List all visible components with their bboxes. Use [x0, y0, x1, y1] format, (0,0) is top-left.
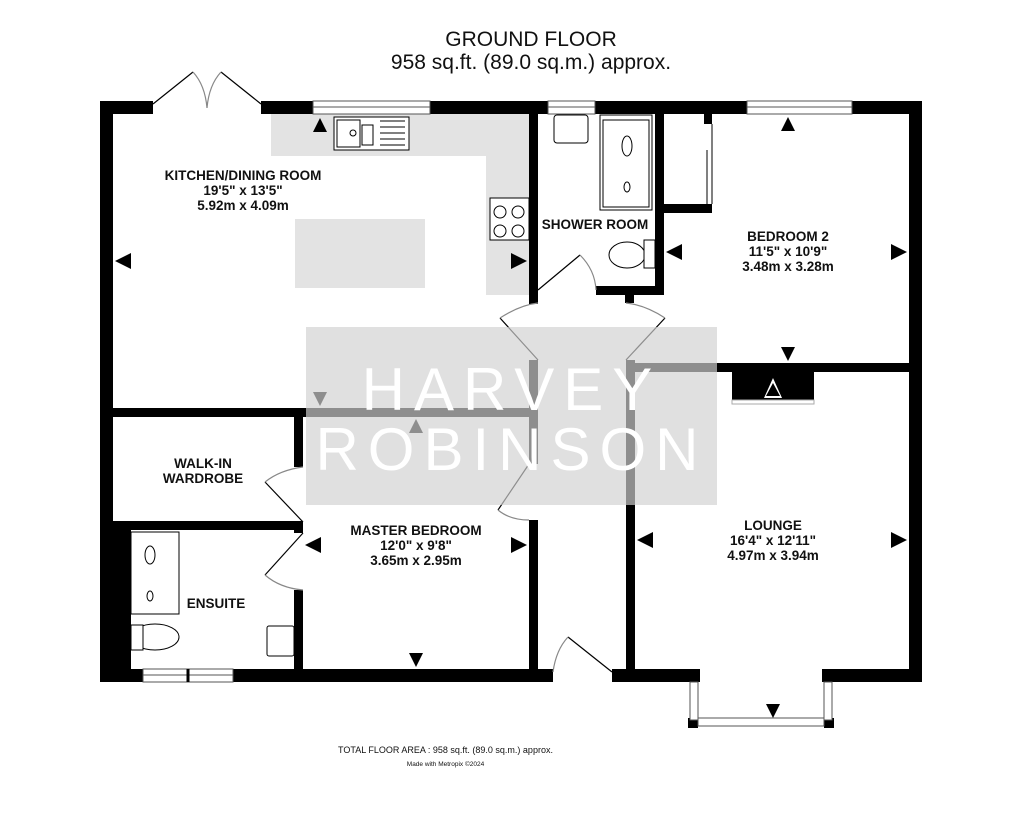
room-metric: 3.65m x 2.95m	[370, 553, 462, 568]
room-name: KITCHEN/DINING ROOM	[164, 168, 322, 183]
kitchen-island	[295, 219, 425, 288]
room-imperial: 19'5" x 13'5"	[203, 183, 283, 198]
room-kitchen: KITCHEN/DINING ROOM 19'5" x 13'5" 5.92m …	[165, 168, 322, 213]
room-name-line2: WARDROBE	[162, 471, 244, 486]
walls	[100, 101, 922, 728]
room-lounge: LOUNGE 16'4" x 12'11" 4.97m x 3.94m	[727, 518, 819, 563]
toilet-icon	[608, 241, 646, 269]
room-name: LOUNGE	[744, 518, 802, 533]
watermark-line2: ROBINSON	[315, 416, 708, 483]
room-walk-in-wardrobe: WALK-IN WARDROBE	[163, 456, 243, 486]
watermark-line1: HARVEY	[361, 356, 662, 423]
watermark-box	[306, 327, 717, 505]
fixtures	[130, 114, 656, 657]
room-imperial: 12'0" x 9'8"	[380, 538, 452, 553]
room-ensuite: ENSUITE	[187, 596, 246, 611]
room-name: MASTER BEDROOM	[350, 523, 482, 538]
ensuite-shower-icon	[130, 531, 180, 615]
room-metric: 3.48m x 3.28m	[742, 259, 834, 274]
windows	[142, 100, 853, 727]
room-bedroom2: BEDROOM 2 11'5" x 10'9" 3.48m x 3.28m	[742, 229, 834, 274]
room-name: ENSUITE	[186, 596, 246, 611]
floor-title: GROUND FLOOR	[445, 28, 617, 51]
ensuite-basin-icon	[266, 625, 295, 657]
room-master-bedroom: MASTER BEDROOM 12'0" x 9'8" 3.65m x 2.95…	[350, 523, 481, 568]
room-name-line1: WALK-IN	[174, 456, 232, 471]
floor-area: 958 sq.ft. (89.0 sq.m.) approx.	[390, 51, 672, 74]
basin-icon	[553, 114, 589, 144]
room-name: BEDROOM 2	[747, 229, 829, 244]
room-metric: 5.92m x 4.09m	[197, 198, 289, 213]
room-imperial: 16'4" x 12'11"	[729, 533, 817, 548]
room-imperial: 11'5" x 10'9"	[748, 244, 828, 259]
room-name: SHOWER ROOM	[541, 217, 649, 232]
room-metric: 4.97m x 3.94m	[727, 548, 819, 563]
total-floor-area: TOTAL FLOOR AREA : 958 sq.ft. (89.0 sq.m…	[338, 745, 553, 755]
credit: Made with Metropix ©2024	[406, 761, 485, 768]
room-shower: SHOWER ROOM	[542, 217, 649, 232]
